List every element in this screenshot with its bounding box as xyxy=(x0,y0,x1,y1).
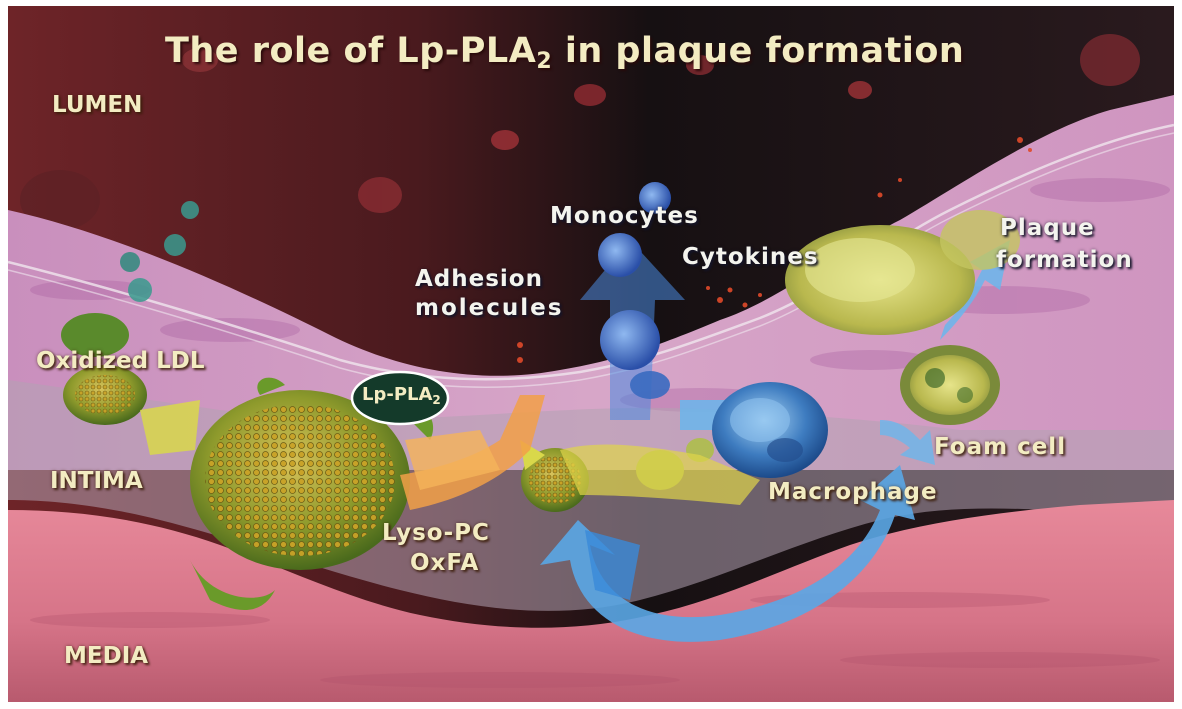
label-intima: INTIMA xyxy=(50,470,143,493)
page-title: The role of Lp-PLA2 in plaque formation xyxy=(165,34,964,73)
label-plaque-formation-line1: Plaque xyxy=(1000,217,1095,240)
label-macrophage: Macrophage xyxy=(768,481,938,504)
label-lyso-pc: Lyso-PC xyxy=(382,522,490,545)
label-oxidized-ldl: Oxidized LDL xyxy=(36,350,204,373)
label-lp-pla2: Lp-PLA2 xyxy=(362,386,441,406)
label-media: MEDIA xyxy=(64,645,148,668)
macrophage-cell xyxy=(712,382,828,478)
label-monocytes: Monocytes xyxy=(550,205,699,228)
label-oxfa: OxFA xyxy=(410,552,479,575)
label-plaque-formation-line2: formation xyxy=(996,249,1133,272)
label-foam-cell: Foam cell xyxy=(934,436,1066,459)
label-adhesion-molecules-line1: Adhesion xyxy=(415,268,543,291)
label-adhesion-molecules-line2: molecules xyxy=(415,297,563,320)
label-lumen: LUMEN xyxy=(52,94,142,117)
label-cytokines: Cytokines xyxy=(682,246,819,269)
foam-cell xyxy=(900,345,1000,425)
